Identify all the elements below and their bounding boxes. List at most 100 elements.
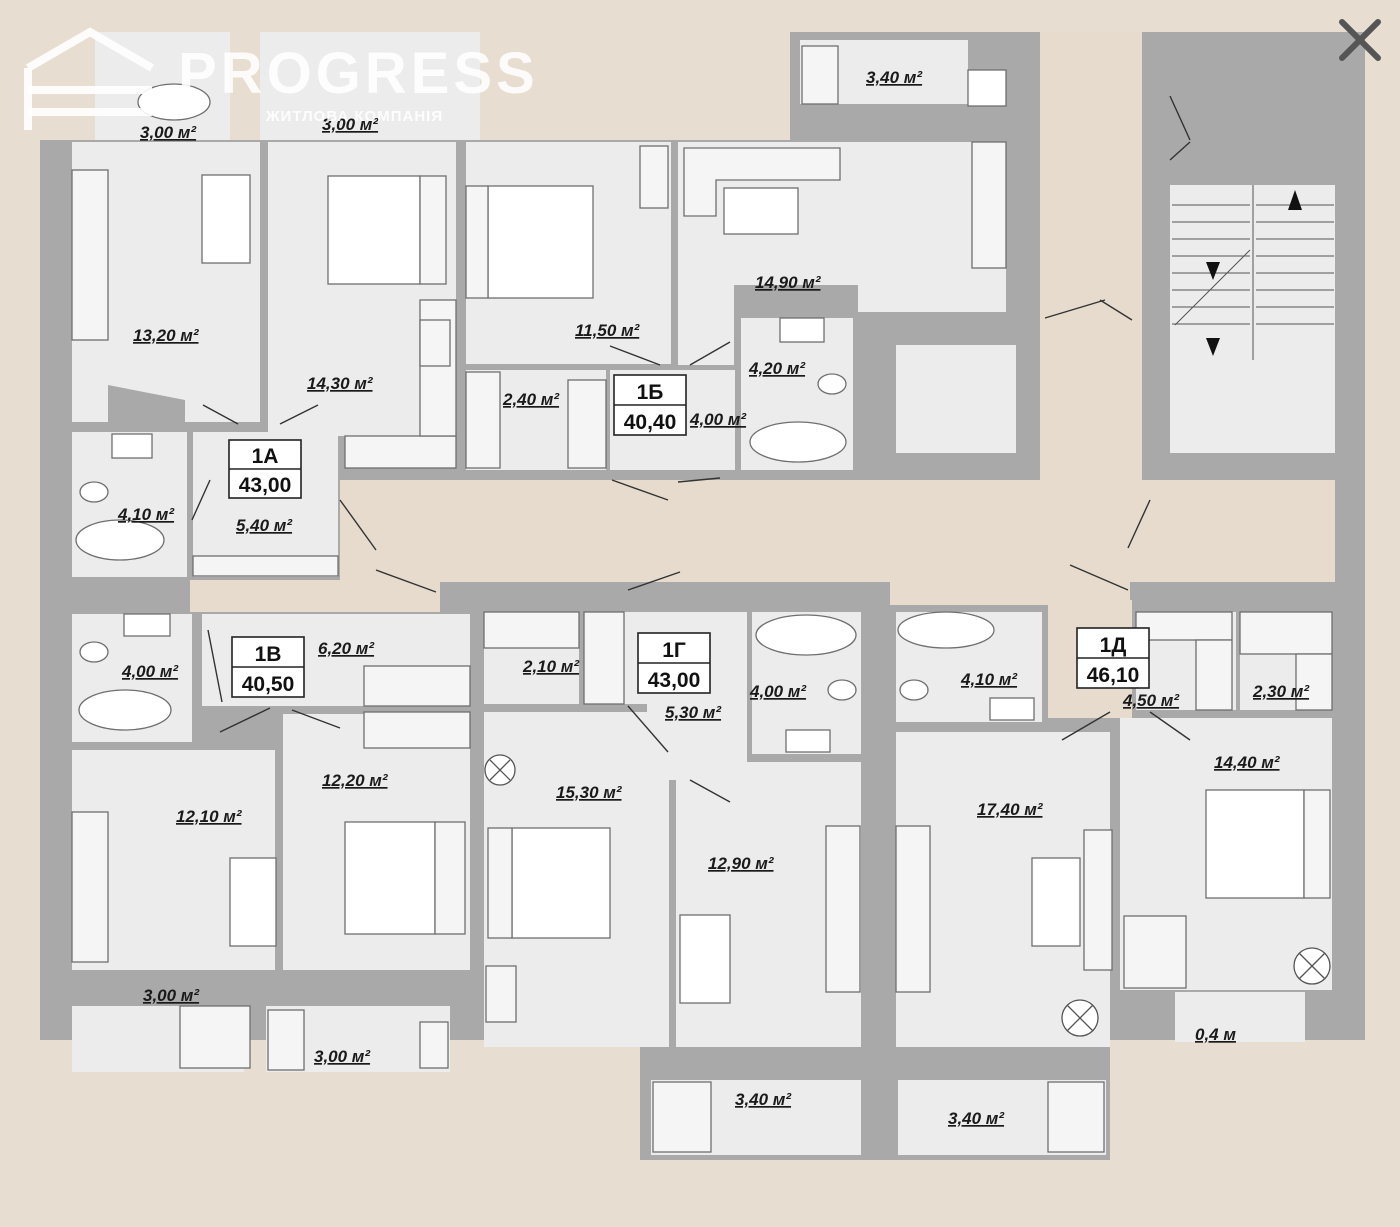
stair-up-arrow-icon xyxy=(1288,190,1302,210)
area-label: 12,90 м² xyxy=(708,854,775,873)
sofa-loggia-1v xyxy=(179,1005,251,1069)
area-label: 4,00 м² xyxy=(749,682,807,701)
area-label: 2,30 м² xyxy=(1252,682,1310,701)
close-button[interactable] xyxy=(1334,14,1386,66)
area-label: 6,20 м² xyxy=(318,639,375,658)
table-loggia-1b xyxy=(967,69,1007,107)
kitchen-1b-lower xyxy=(678,285,734,365)
bed-1d-head xyxy=(1303,789,1331,899)
bed-1a xyxy=(327,175,421,285)
apartment-id: 1А xyxy=(252,445,279,468)
company-logo: PROGRESS ЖИТЛОВА КОМПАНІЯ xyxy=(20,18,560,138)
sink-1g xyxy=(785,729,831,753)
bathtub-top-left xyxy=(137,83,211,121)
door-swings xyxy=(191,95,1191,803)
table-1v xyxy=(229,857,277,947)
sofa-loggia-1v-2 xyxy=(267,1009,305,1071)
table-1g xyxy=(679,914,731,1004)
toilet-1b xyxy=(817,373,847,395)
kitchen-1v xyxy=(72,750,275,970)
apartment-total-area: 46,10 xyxy=(1087,664,1140,687)
area-label: 2,10 м² xyxy=(522,657,580,676)
bed-1g-head xyxy=(487,827,513,939)
table-1a xyxy=(201,174,251,264)
area-label: 15,30 м² xyxy=(556,783,623,802)
logo-wordmark: PROGRESS xyxy=(178,41,539,106)
sink-1v xyxy=(123,613,171,637)
apartment-total-area: 40,50 xyxy=(242,673,295,696)
wall-block-top-right xyxy=(1142,32,1365,152)
area-label: 4,00 м² xyxy=(121,662,179,681)
desk-loggia-1v xyxy=(419,1021,449,1069)
sink-1d xyxy=(989,697,1035,721)
area-label: 17,40 м² xyxy=(977,800,1044,819)
apartment-total-area: 43,00 xyxy=(239,474,292,497)
area-label: 3,00 м² xyxy=(322,115,379,134)
stair-steps xyxy=(1172,185,1334,360)
sink-1b xyxy=(779,317,825,343)
desk-1b xyxy=(639,145,669,209)
stair-down-arrow-icon-2 xyxy=(1206,338,1220,356)
area-label: 5,30 м² xyxy=(665,703,722,722)
counter-1a xyxy=(71,169,109,341)
area-label: 4,20 м² xyxy=(748,359,806,378)
apartment-id: 1Г xyxy=(662,639,686,662)
sofa-loggia-1d xyxy=(1047,1081,1105,1153)
balcony-1d xyxy=(1175,992,1305,1042)
area-label: 13,20 м² xyxy=(133,326,200,345)
area-label: 3,40 м² xyxy=(948,1109,1005,1128)
apartment-id: 1Д xyxy=(1100,634,1127,657)
apartment-label-1b: 1Б 40,40 xyxy=(613,374,687,436)
toilet-1d xyxy=(899,679,929,701)
area-label: 3,00 м² xyxy=(143,986,200,1005)
loggia-1a-2 xyxy=(260,32,480,140)
area-label: 2,40 м² xyxy=(502,390,560,409)
apartment-id: 1Б xyxy=(637,381,664,404)
area-label: 4,10 м² xyxy=(960,670,1018,689)
sink-1a xyxy=(111,433,153,459)
bed-1v-head xyxy=(434,821,466,935)
apartment-label-1d: 1Д 46,10 xyxy=(1076,627,1150,689)
area-label: 4,10 м² xyxy=(117,505,175,524)
table-1d xyxy=(1031,857,1081,947)
area-label: 5,40 м² xyxy=(236,516,293,535)
apartment-label-1v: 1В 40,50 xyxy=(231,636,305,698)
counter-1g xyxy=(825,825,861,993)
counter-1v xyxy=(71,811,109,963)
area-label: 14,30 м² xyxy=(307,374,374,393)
bed-1b xyxy=(487,185,594,299)
toilet-1a xyxy=(79,481,109,503)
bed-1v xyxy=(344,821,436,935)
corridor-north xyxy=(1040,32,1142,482)
corridor xyxy=(190,480,1335,612)
area-label: 3,00 м² xyxy=(140,123,197,142)
bathtub-1b xyxy=(749,421,847,463)
bed-1a-head xyxy=(419,175,447,285)
apartment-id: 1В xyxy=(255,643,282,666)
apartment-label-1a: 1А 43,00 xyxy=(228,439,302,499)
house-logo-icon xyxy=(24,27,155,130)
apartment-total-area: 40,40 xyxy=(624,411,677,434)
shaft xyxy=(896,345,1016,453)
area-label: 3,40 м² xyxy=(866,68,923,87)
kitchen-1d xyxy=(896,732,1110,1047)
desk-1g xyxy=(485,965,517,1023)
area-label: 3,40 м² xyxy=(735,1090,792,1109)
armchair-loggia-1b xyxy=(801,45,839,105)
bathtub-1v xyxy=(78,689,172,731)
kitchen-1b xyxy=(678,142,1006,312)
lamp-icons xyxy=(484,754,1331,1037)
desk-1a xyxy=(419,319,451,367)
bed-1g xyxy=(511,827,611,939)
area-label: 14,40 м² xyxy=(1214,753,1281,772)
area-label: 11,50 м² xyxy=(575,321,641,340)
table-1b xyxy=(723,187,799,235)
toilet-1g xyxy=(827,679,857,701)
bathtub-1g xyxy=(755,614,857,656)
bathtub-1a xyxy=(75,519,165,561)
counter-1d xyxy=(895,825,931,993)
room-area-labels: 3,00 м² 3,00 м² 3,40 м² 13,20 м² 14,30 м… xyxy=(117,68,1310,1128)
logo-subtitle: ЖИТЛОВА КОМПАНІЯ xyxy=(266,108,444,125)
